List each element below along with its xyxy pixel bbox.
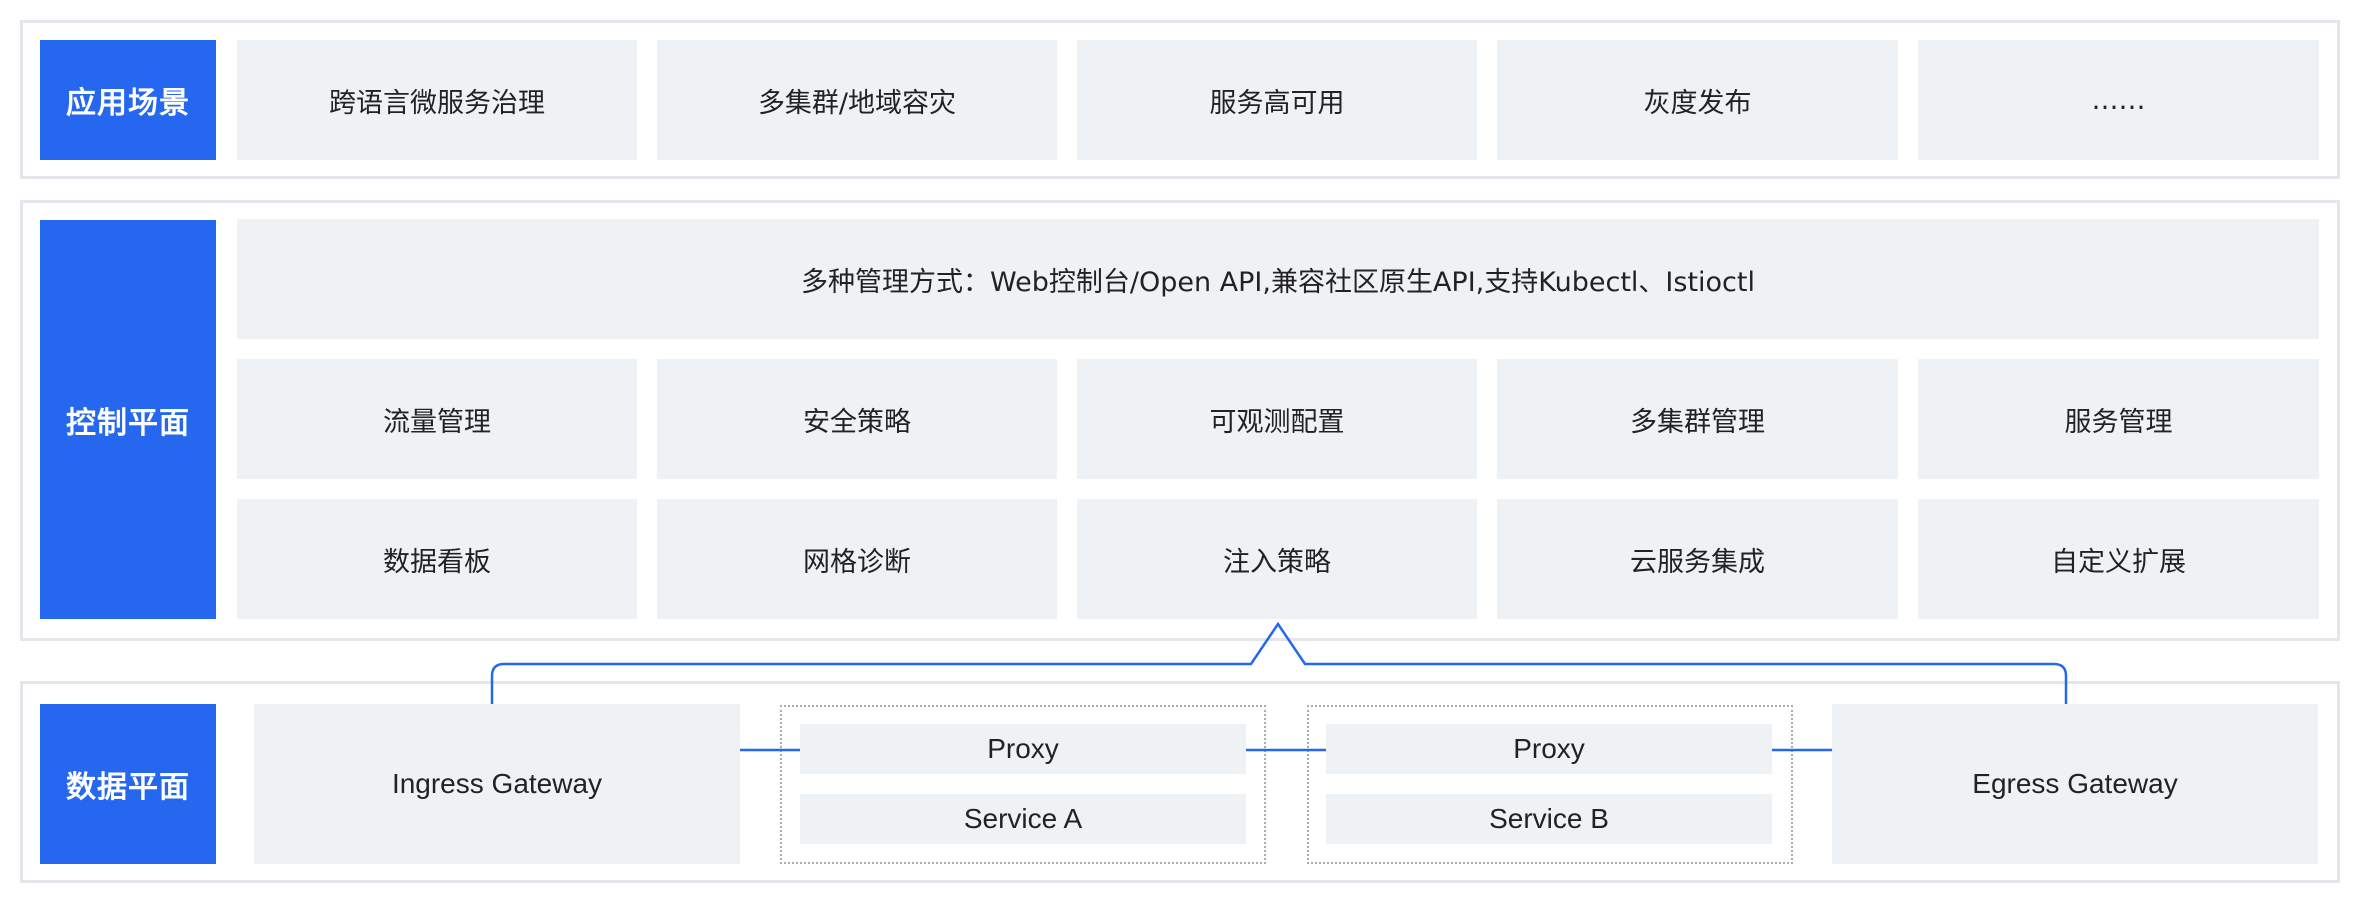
feature-multi-cluster-management: 多集群管理 — [1497, 359, 1898, 479]
feature-custom-extension: 自定义扩展 — [1918, 499, 2319, 619]
feature-cloud-integration: 云服务集成 — [1497, 499, 1898, 619]
service-a: Service A — [800, 794, 1246, 844]
feature-traffic-management: 流量管理 — [237, 359, 637, 479]
scenario-cross-language: 跨语言微服务治理 — [237, 40, 637, 160]
ingress-gateway: Ingress Gateway — [254, 704, 740, 864]
feature-injection-policy: 注入策略 — [1077, 499, 1477, 619]
feature-dashboard: 数据看板 — [237, 499, 637, 619]
feature-service-management: 服务管理 — [1918, 359, 2319, 479]
feature-observability-config: 可观测配置 — [1077, 359, 1477, 479]
scenario-canary-release: 灰度发布 — [1497, 40, 1898, 160]
data-plane-label: 数据平面 — [40, 704, 216, 864]
scenario-multi-cluster-dr: 多集群/地域容灾 — [657, 40, 1057, 160]
feature-security-policy: 安全策略 — [657, 359, 1057, 479]
pod-a — [780, 705, 1266, 864]
scenario-more: …… — [1918, 40, 2319, 160]
application-layer-label: 应用场景 — [40, 40, 216, 160]
management-methods: 多种管理方式：Web控制台/Open API,兼容社区原生API,支持Kubec… — [237, 219, 2319, 339]
feature-mesh-diagnosis: 网格诊断 — [657, 499, 1057, 619]
pod-b — [1307, 705, 1793, 864]
egress-gateway: Egress Gateway — [1832, 704, 2318, 864]
service-b: Service B — [1326, 794, 1772, 844]
proxy-a: Proxy — [800, 724, 1246, 774]
control-plane-label: 控制平面 — [40, 220, 216, 619]
proxy-b: Proxy — [1326, 724, 1772, 774]
scenario-high-availability: 服务高可用 — [1077, 40, 1477, 160]
